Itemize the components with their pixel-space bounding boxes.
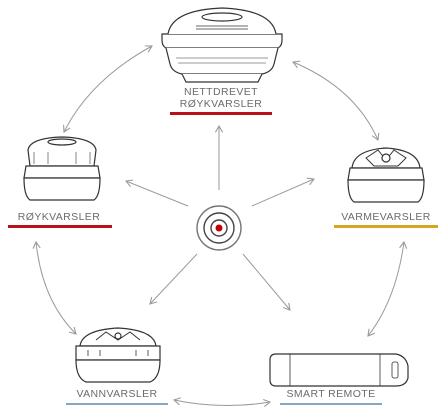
spoke-bottom-right: [242, 253, 291, 311]
accent-bar-smartremote: [280, 403, 382, 405]
accent-bar-vannvarsler: [66, 403, 168, 405]
water-detector-icon: [75, 327, 161, 383]
spoke-left: [124, 179, 189, 207]
heat-detector-icon: [347, 147, 425, 203]
nettdrevet-smoke-detector-icon: [161, 7, 283, 83]
label-varmevarsler: VARMEVARSLER: [341, 211, 431, 223]
label-nettdrevet-line2: RØYKVARSLER: [179, 98, 263, 110]
smoke-detector-icon: [23, 136, 101, 201]
arrow-top-right: [291, 60, 380, 141]
spoke-right: [251, 177, 315, 207]
ring-connectors: [32, 45, 408, 408]
label-nettdrevet-line1: NETTDREVET: [183, 86, 258, 98]
arrow-bottom: [172, 397, 272, 408]
arrow-right: [367, 240, 408, 337]
label-smartremote: SMART REMOTE: [286, 388, 376, 400]
arrow-left: [32, 240, 77, 335]
smart-remote-icon: [269, 353, 409, 387]
label-vannvarsler: VANNVARSLER: [76, 388, 158, 400]
accent-bar-varmevarsler: [334, 225, 438, 228]
center-spokes: [124, 124, 315, 311]
arrow-top-left: [63, 45, 153, 133]
wireless-signal-icon: [196, 205, 242, 251]
label-roykvarsler: RØYKVARSLER: [17, 211, 101, 223]
spoke-bottom-left: [149, 253, 198, 305]
accent-bar-roykvarsler: [8, 225, 112, 228]
accent-bar-nettdrevet: [170, 112, 272, 115]
